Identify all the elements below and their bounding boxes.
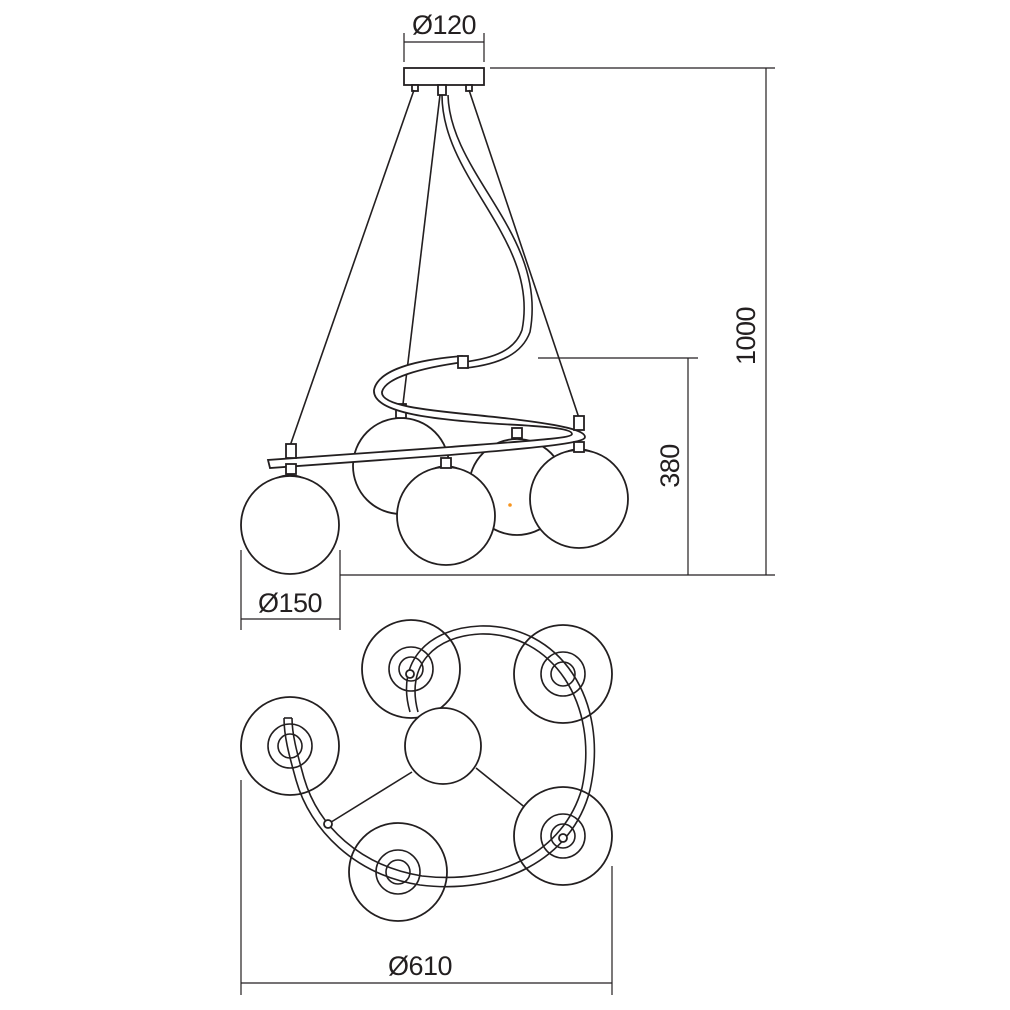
overall-diameter-label: Ø610 <box>388 951 452 981</box>
globe-shade <box>240 475 340 575</box>
globe-plan <box>348 822 448 922</box>
total-height-label: 1000 <box>731 307 761 365</box>
canopy-fitting <box>437 84 447 96</box>
globe-shade <box>529 449 629 549</box>
side-view <box>240 67 629 575</box>
globe-plan <box>361 619 461 719</box>
dimension-globe: Ø150 <box>240 550 341 630</box>
dimension-fixture-height: 380 <box>538 357 698 575</box>
globe-plan <box>513 624 613 724</box>
suspension-cable <box>289 89 415 447</box>
accent-dot <box>508 503 512 507</box>
globe-plan <box>240 696 340 796</box>
fixture-height-label: 380 <box>655 444 685 488</box>
globe-diameter-label: Ø150 <box>258 588 322 618</box>
suspension-cable <box>468 89 580 419</box>
dimension-total-height: 1000 <box>340 67 775 576</box>
dimension-canopy: Ø120 <box>403 10 485 62</box>
ceiling-canopy <box>403 67 485 86</box>
plan-view <box>240 619 613 922</box>
power-cord <box>441 94 525 363</box>
suspension-cable <box>402 94 441 405</box>
central-canopy-plan <box>404 707 482 785</box>
globe-shade <box>396 466 496 566</box>
dimension-overall: Ø610 <box>240 780 613 995</box>
canopy-diameter-label: Ø120 <box>412 10 476 40</box>
spiral-arm <box>266 355 586 469</box>
